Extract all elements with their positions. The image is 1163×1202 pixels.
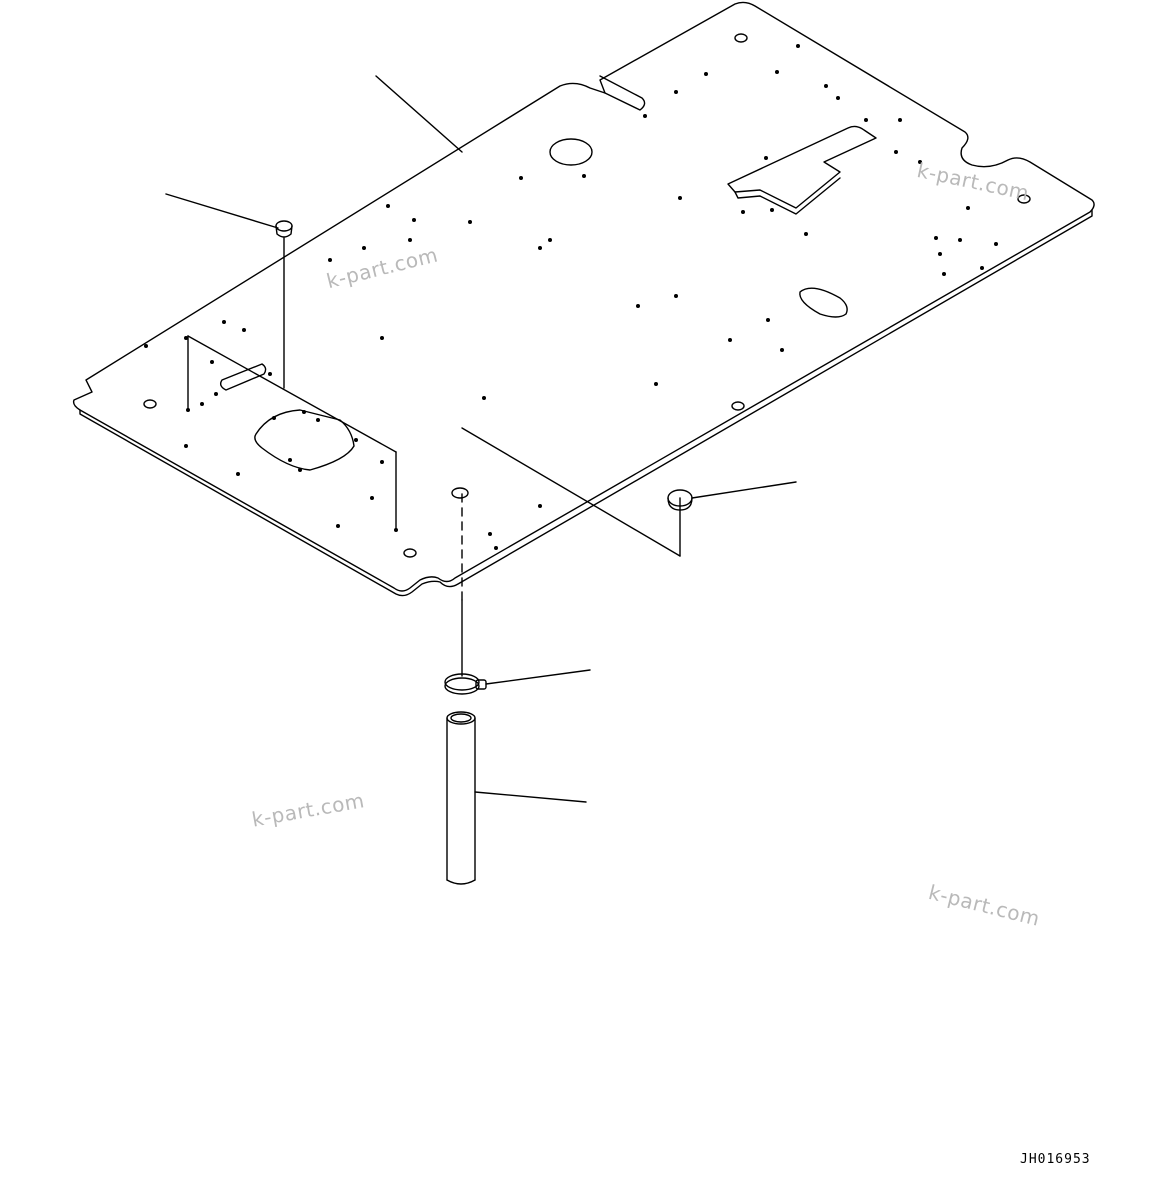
drawing-code: JH016953 — [1020, 1152, 1091, 1167]
leader-floor-plate — [375, 75, 463, 153]
mounting-holes — [144, 44, 998, 550]
reference-bracket-right — [461, 427, 681, 557]
reference-bracket-left — [187, 335, 397, 531]
floor-plate-icon — [72, 1, 1095, 597]
grommet-plug-icon — [165, 193, 293, 389]
rubber-cap-icon — [667, 481, 797, 511]
drain-hose-icon — [446, 711, 587, 885]
hose-clamp-icon — [444, 669, 591, 695]
